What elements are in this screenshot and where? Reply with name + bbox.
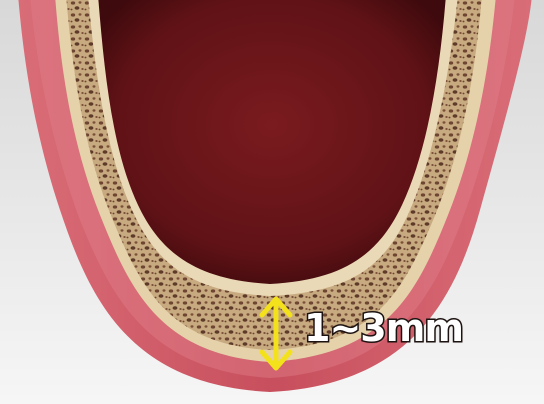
bone-thickness-label: 1~3mm: [304, 309, 463, 347]
